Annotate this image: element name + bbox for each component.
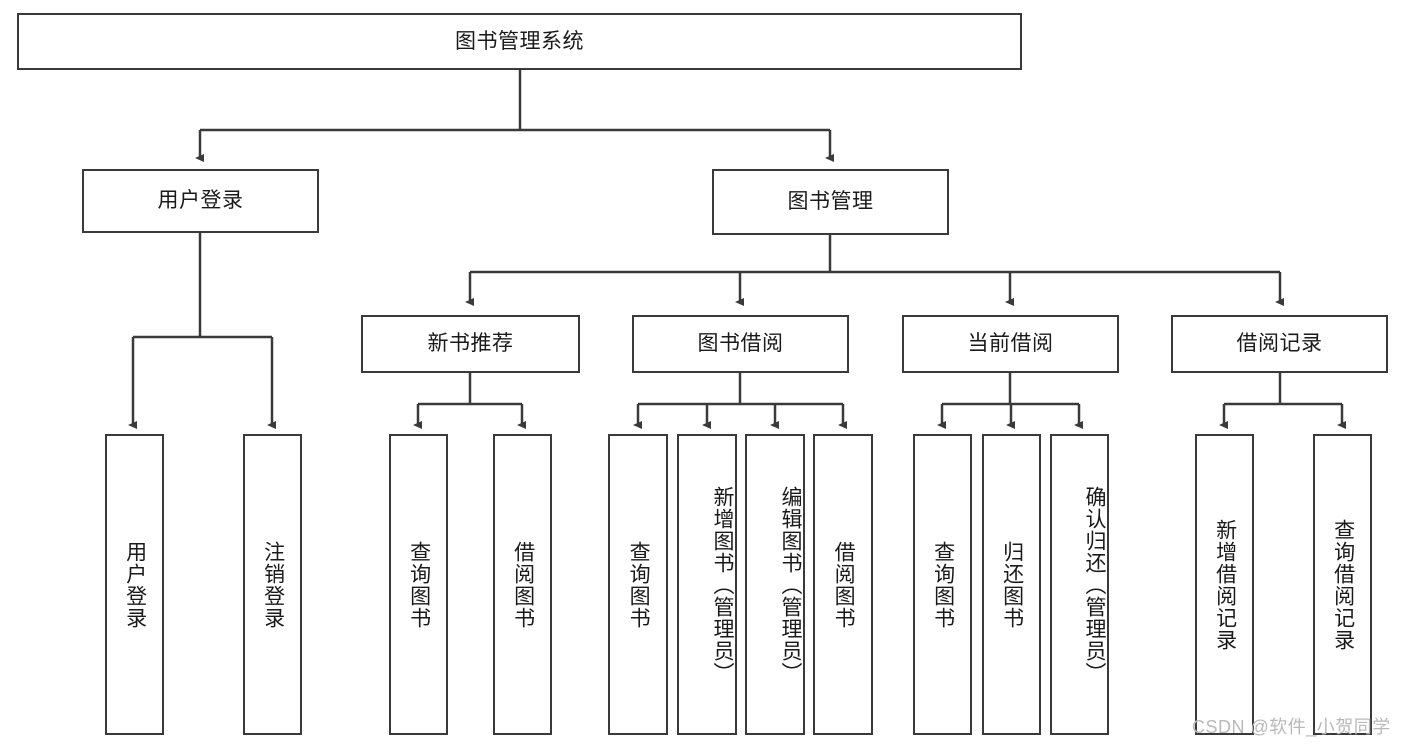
leaf-label: 编辑图书（管理员） — [779, 485, 802, 684]
leaf-label: 查询借阅记录 — [1331, 518, 1355, 651]
node-user-login[interactable]: 用户登录 — [82, 169, 319, 233]
leaf-borrow-query-book[interactable]: 查询图书 — [608, 434, 668, 735]
leaf-label: 借阅图书 — [511, 540, 535, 629]
leaf-label: 归还图书 — [1000, 540, 1024, 629]
leaf-user-login-login[interactable]: 用户登录 — [105, 434, 164, 735]
leaf-new-book-borrow[interactable]: 借阅图书 — [493, 434, 552, 735]
leaf-current-confirm-return[interactable]: 确认归还（管理员） — [1050, 434, 1109, 735]
node-new-book-recommend[interactable]: 新书推荐 — [361, 315, 580, 373]
leaf-record-add-record[interactable]: 新增借阅记录 — [1195, 434, 1254, 735]
node-user-login-label: 用户登录 — [157, 189, 244, 213]
node-book-management-label: 图书管理 — [787, 190, 874, 214]
node-root-label: 图书管理系统 — [455, 29, 584, 53]
leaf-user-login-logout[interactable]: 注销登录 — [243, 434, 302, 735]
leaf-current-return-book[interactable]: 归还图书 — [982, 434, 1041, 735]
leaf-label: 注销登录 — [261, 540, 285, 629]
leaf-label: 确认归还（管理员） — [1083, 485, 1106, 684]
leaf-borrow-add-book[interactable]: 新增图书（管理员） — [677, 434, 737, 735]
leaf-record-query-record[interactable]: 查询借阅记录 — [1313, 434, 1372, 735]
node-root[interactable]: 图书管理系统 — [17, 13, 1022, 70]
leaf-label: 查询图书 — [931, 540, 955, 629]
node-current-borrow[interactable]: 当前借阅 — [902, 315, 1119, 373]
leaf-label: 新增图书（管理员） — [711, 485, 734, 684]
leaf-label: 查询图书 — [407, 540, 431, 629]
leaf-borrow-borrow-book[interactable]: 借阅图书 — [813, 434, 873, 735]
node-borrow-record[interactable]: 借阅记录 — [1171, 315, 1388, 373]
leaf-label: 查询图书 — [627, 540, 651, 629]
node-new-book-recommend-label: 新书推荐 — [427, 332, 514, 356]
leaf-label: 借阅图书 — [832, 540, 856, 629]
leaf-label: 新增借阅记录 — [1213, 518, 1237, 651]
leaf-new-book-query[interactable]: 查询图书 — [389, 434, 448, 735]
node-book-borrow-label: 图书借阅 — [697, 332, 784, 356]
leaf-label: 用户登录 — [123, 540, 147, 629]
node-current-borrow-label: 当前借阅 — [967, 332, 1054, 356]
watermark: CSDN @软件_小贺同学 — [1192, 717, 1391, 737]
leaf-current-query-book[interactable]: 查询图书 — [913, 434, 972, 735]
node-book-borrow[interactable]: 图书借阅 — [632, 315, 849, 373]
node-borrow-record-label: 借阅记录 — [1236, 332, 1323, 356]
node-book-management[interactable]: 图书管理 — [712, 169, 949, 235]
leaf-borrow-edit-book[interactable]: 编辑图书（管理员） — [745, 434, 805, 735]
